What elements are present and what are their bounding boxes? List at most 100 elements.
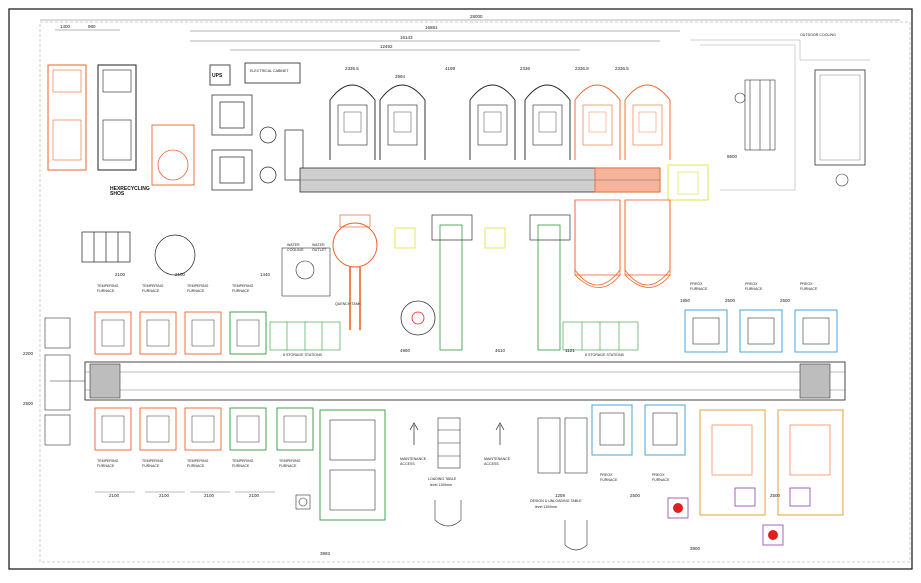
yellow-unit (394, 164, 709, 249)
dim-label: 2100 (204, 493, 215, 498)
unloading-table (537, 417, 588, 551)
loading-table-level: level 1100mm (430, 483, 452, 487)
dim-label: 3993 (320, 551, 331, 556)
dim-j: 2336.8 (575, 66, 589, 71)
lower-orange-furnace (624, 200, 671, 286)
loading-table-label: LOADING TABLE (428, 477, 457, 481)
dim-label: 2500 (725, 298, 736, 303)
left-end-stations (44, 317, 71, 446)
dim-label: 1121 (565, 348, 575, 353)
left-control-cabinets (81, 231, 196, 276)
dim-label: 8600 (727, 154, 738, 159)
top-dimensions (40, 19, 900, 51)
ups-label: UPS (212, 73, 223, 79)
maintenance-arrows (409, 422, 505, 445)
dim-overall: 28000 (470, 14, 483, 19)
loading-table (434, 417, 462, 527)
top-furnace-unit (329, 84, 376, 160)
robot-station (400, 300, 436, 336)
top-furnace-row (329, 84, 671, 286)
top-furnace-unit (524, 84, 571, 160)
outdoor-cooling-label: OUTDOOR COOLING (800, 33, 836, 37)
vertical-conveyors (431, 214, 571, 351)
orange-furnaces-upper-right (574, 199, 671, 288)
dim-label: 4610 (495, 348, 506, 353)
preox-furnaces-top (684, 309, 838, 353)
unloading-table-label: DESIGN & UNLOADING TABLE (530, 499, 582, 503)
hexrecycling-vehicles (47, 64, 137, 171)
dim-label: 2200 (23, 351, 34, 356)
dim-label: 2500 (780, 298, 791, 303)
top-furnace-unit (574, 84, 621, 160)
storage-right-label: 8 STORAGE STATIONS (585, 353, 625, 357)
dim-label: 2100 (159, 493, 170, 498)
top-furnace-unit (469, 84, 516, 160)
vertical-pump-rack (734, 79, 776, 151)
storage-stations-right (562, 321, 639, 351)
dim-label: 2500 (23, 401, 34, 406)
loading-station (295, 409, 386, 521)
storage-left-label: 8 STORAGE STATIONS (283, 353, 323, 357)
lower-orange-furnace (574, 200, 621, 286)
large-furnaces-bottom-right (667, 409, 844, 546)
electrical-cabinet-label: ELECTRICAL CABINET (250, 69, 289, 73)
drawing-border (8, 8, 913, 570)
dim-i: 2336 (520, 66, 531, 71)
outdoor-cooling-unit (690, 39, 870, 191)
dim-label: 2100 (115, 272, 126, 277)
dim-g: 2994 (395, 74, 406, 79)
dim-a: 16881 (425, 25, 438, 30)
water-cooling-station (281, 247, 331, 297)
quench-tank (332, 214, 378, 330)
dim-h: 4199 (445, 66, 456, 71)
preox-furnaces-bottom (591, 404, 686, 456)
storage-stations-left (269, 321, 341, 351)
unloading-table-level: level 1100mm (535, 505, 557, 509)
dim-label: 2100 (109, 493, 120, 498)
dim-label: 2100 (249, 493, 260, 498)
dim-label: 4960 (400, 348, 411, 353)
dim-label: 1440 (260, 272, 271, 277)
quench-tank-label: QUENCH TANK (335, 302, 361, 306)
top-furnace-unit (379, 84, 426, 160)
left-machines (211, 94, 304, 191)
main-transfer-track (50, 361, 846, 401)
dim-label: 1259 (555, 493, 566, 498)
dim-f: 2336.5 (345, 66, 359, 71)
dim-b: 16143 (400, 35, 413, 40)
dim-label: 2100 (175, 272, 186, 277)
quench-unit-orange (151, 124, 195, 186)
dim-label: 2500 (770, 493, 781, 498)
building-outline (39, 21, 911, 563)
